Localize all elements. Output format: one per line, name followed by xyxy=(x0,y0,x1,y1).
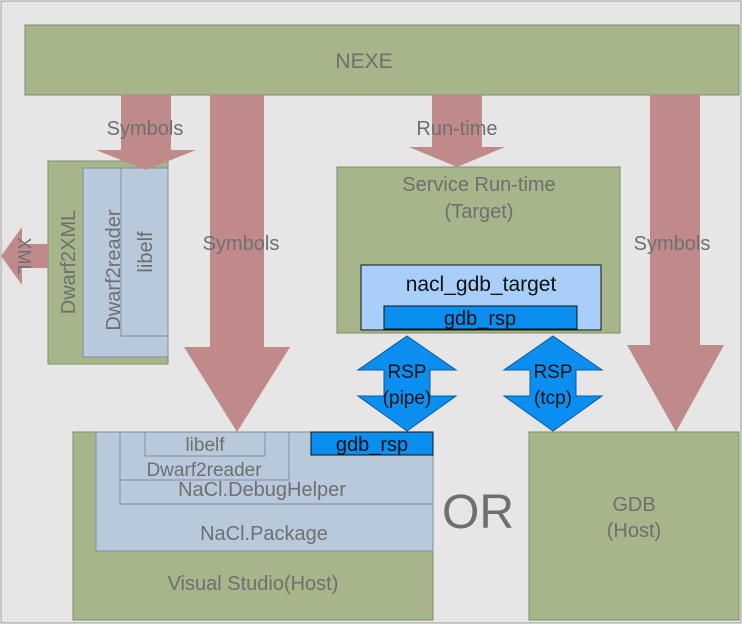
dwarf2reader-vs-label: Dwarf2reader xyxy=(146,460,262,481)
nexe-label: NEXE xyxy=(335,50,392,73)
symbols-arrow-right xyxy=(627,95,724,432)
nacl-debughelper-label: NaCl.DebugHelper xyxy=(178,479,346,501)
or-label: OR xyxy=(442,486,514,539)
rsp-tcp-arrow xyxy=(502,335,604,432)
gdb-rsp-target-box xyxy=(383,305,578,330)
symbols-right-label: Symbols xyxy=(634,233,711,255)
libelf-small-label: libelf xyxy=(135,231,157,273)
symbols-left-label: Symbols xyxy=(107,118,184,140)
libelf-vs-box xyxy=(144,431,266,457)
service-runtime-target-label: (Target) xyxy=(445,201,514,223)
service-runtime-label: Service Run-time xyxy=(402,174,555,196)
gdb-host-label: (Host) xyxy=(607,520,661,542)
dwarf2xml-label: Dwarf2XML xyxy=(58,210,80,314)
gdb-host-box xyxy=(528,431,740,621)
rsp-tcp-label: RSP xyxy=(533,362,572,383)
xml-label: XML xyxy=(14,237,34,274)
symbols-arrow-middle xyxy=(184,95,290,432)
gdb-rsp-vs-label: gdb_rsp xyxy=(336,434,408,456)
runtime-arrow xyxy=(409,95,505,167)
runtime-label: Run-time xyxy=(416,118,497,140)
visual-studio-label: Visual Studio(Host) xyxy=(168,573,339,595)
gdb-rsp-target-label: gdb_rsp xyxy=(444,308,516,330)
gdb-rsp-vs-box xyxy=(310,431,434,456)
symbols-middle-label: Symbols xyxy=(203,233,280,255)
rsp-pipe-arrow xyxy=(356,335,458,432)
libelf-small-box xyxy=(120,167,169,337)
rsp-pipe-type-label: (pipe) xyxy=(383,388,432,409)
libelf-vs-label: libelf xyxy=(185,435,225,456)
dwarf2reader-small-label: Dwarf2reader xyxy=(103,209,125,331)
symbols-arrow-left xyxy=(96,95,196,170)
nexe-box xyxy=(24,24,740,96)
nacl-package-label: NaCl.Package xyxy=(200,523,328,545)
rsp-tcp-type-label: (tcp) xyxy=(534,388,572,409)
xml-arrow xyxy=(1,227,48,285)
gdb-label: GDB xyxy=(612,494,655,516)
rsp-pipe-label: RSP xyxy=(387,362,426,383)
nacl-gdb-target-label: nacl_gdb_target xyxy=(406,273,557,296)
